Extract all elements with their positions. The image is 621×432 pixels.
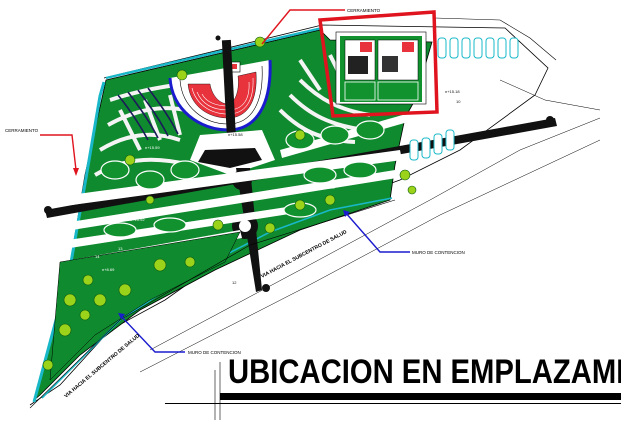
title-underline-thin (165, 403, 621, 404)
terrace-seats (117, 87, 179, 141)
level-e: n+10.92 (130, 217, 145, 222)
highlight-box (318, 10, 439, 118)
leader-lines (40, 9, 410, 353)
level-f: n+8.69 (102, 267, 115, 272)
parking-top (437, 37, 519, 59)
label-cerramiento-left: CERRAMIENTO (5, 128, 39, 133)
level-b: n+15.59 (145, 145, 160, 150)
level-d: n+10.70 (320, 185, 335, 190)
amphitheater (168, 59, 272, 132)
label-muro-bottom: MURO DE CONTENCION (188, 350, 241, 355)
lower-lawn (49, 231, 241, 381)
label-cerramiento-top: CERRAMIENTO (347, 8, 381, 13)
number-10: 10 (456, 99, 461, 104)
drawing-title: UBICACION EN EMPLAZAMIENTO (228, 353, 621, 391)
trees (42, 36, 417, 371)
drawing-title-box: UBICACION EN EMPLAZAMIENTO (228, 352, 621, 392)
parking-right (409, 129, 455, 161)
level-c: n+15.58 (228, 132, 243, 137)
level-a: n+15.18 (445, 89, 460, 94)
building-block (335, 31, 427, 105)
number-13: 13 (118, 246, 123, 251)
label-muro-right: MURO DE CONTENCION (412, 250, 465, 255)
title-frame (214, 362, 221, 420)
title-underline (220, 393, 621, 400)
number-14: 14 (95, 254, 100, 259)
retaining-wall (29, 199, 396, 409)
number-12: 12 (232, 280, 237, 285)
